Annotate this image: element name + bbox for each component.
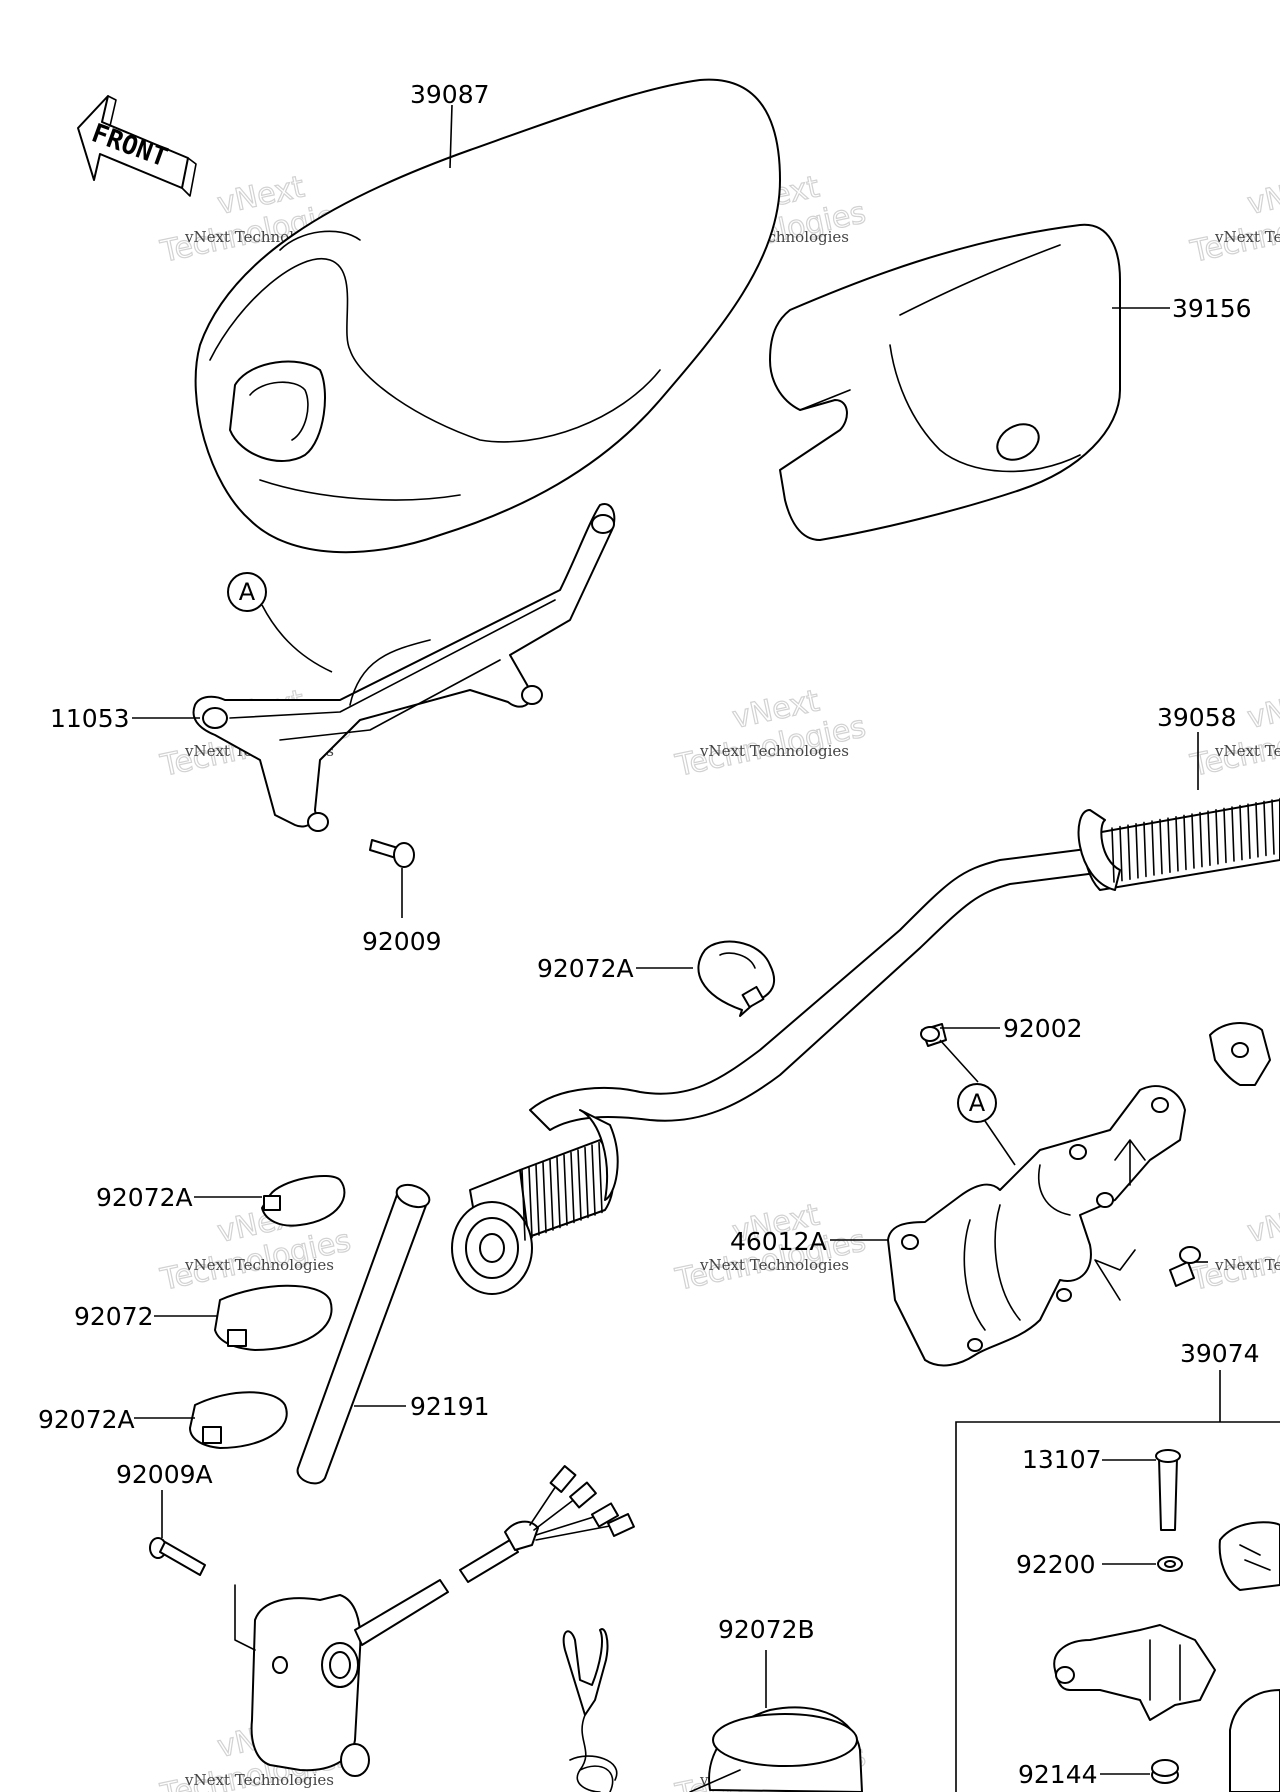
label-92072A-mid: 92072A <box>537 954 634 983</box>
svg-text:A: A <box>969 1089 986 1117</box>
part-92072B-band <box>689 1706 863 1792</box>
grip-rib <box>1199 811 1203 868</box>
grip-rib <box>1111 827 1115 883</box>
grip-rib <box>1119 825 1123 882</box>
label-92144: 92144 <box>1018 1760 1098 1789</box>
part-92072A-strap-mid <box>697 940 776 1017</box>
grip-rib <box>521 1169 526 1241</box>
grip-rib <box>1263 800 1267 857</box>
label-92072A-left2: 92072A <box>38 1405 135 1434</box>
grip-rib <box>542 1161 547 1234</box>
grip-rib <box>1223 807 1227 864</box>
svg-text:vNext Technologies: vNext Technologies <box>184 1256 334 1274</box>
grip-rib <box>1215 809 1219 865</box>
label-92191: 92191 <box>410 1392 490 1421</box>
grip-rib <box>1271 799 1275 855</box>
label-46012A: 46012A <box>730 1227 827 1256</box>
label-39058: 39058 <box>1157 703 1237 732</box>
part-39156-seat <box>769 223 1121 541</box>
grip-rib <box>528 1166 533 1239</box>
grip-rib <box>1207 810 1211 866</box>
grip-rib <box>577 1149 582 1221</box>
grip-rib <box>1167 817 1171 873</box>
callout-a-upper: A <box>227 572 333 673</box>
label-92009: 92009 <box>362 927 442 956</box>
svg-text:vNext Technologies: vNext Technologies <box>184 1771 334 1789</box>
part-92009-bolt <box>369 839 415 868</box>
svg-text:vNext: vNext <box>1244 169 1280 222</box>
grip-rib <box>1151 820 1155 876</box>
grip-rib <box>1135 823 1139 879</box>
part-92072-strap <box>214 1284 333 1351</box>
leader-lines <box>132 104 1221 1775</box>
label-92009A: 92009A <box>116 1460 213 1489</box>
label-13107: 13107 <box>1022 1445 1102 1474</box>
label-92002: 92002 <box>1003 1014 1083 1043</box>
grip-rib <box>598 1141 603 1214</box>
svg-text:vNext Technologies: vNext Technologies <box>1214 228 1280 246</box>
svg-text:vNext: vNext <box>1244 1197 1280 1250</box>
grip-rib <box>535 1164 540 1236</box>
svg-text:vNext Technologies: vNext Technologies <box>1214 742 1280 760</box>
part-start-switch <box>234 1465 635 1777</box>
grip-rib <box>1231 806 1235 862</box>
svg-text:vNext: vNext <box>1244 683 1280 736</box>
part-39058-handlebar <box>451 797 1280 1295</box>
grip-rib <box>1175 816 1179 872</box>
grip-rib <box>1127 824 1131 880</box>
part-92191-tube <box>296 1183 431 1485</box>
label-92072B: 92072B <box>718 1615 815 1644</box>
grip-rib <box>1183 814 1187 871</box>
label-92200: 92200 <box>1016 1550 1096 1579</box>
grip-rib <box>1143 821 1147 878</box>
part-11053-bracket <box>192 503 616 832</box>
label-39087: 39087 <box>410 80 490 109</box>
svg-text:vNext Technologies: vNext Technologies <box>1214 1256 1280 1274</box>
part-92009A-bolt <box>149 1537 206 1576</box>
label-92072: 92072 <box>74 1302 154 1331</box>
grip-rib <box>584 1146 589 1219</box>
svg-text:A: A <box>239 578 256 606</box>
part-46012A-holder <box>887 1022 1271 1367</box>
part-92072A-strap-left1 <box>261 1174 346 1227</box>
svg-text:vNext Technologies: vNext Technologies <box>699 1256 849 1274</box>
label-39156: 39156 <box>1172 294 1252 323</box>
label-39074: 39074 <box>1180 1339 1260 1368</box>
grip-rib <box>549 1159 554 1231</box>
part-92072A-strap-left2 <box>189 1391 288 1449</box>
grip-rib <box>570 1151 575 1224</box>
part-labels: 39087 39156 11053 92009 39058 92072A 920… <box>38 80 1260 1789</box>
front-arrow-icon: FRONT <box>77 95 197 197</box>
label-11053: 11053 <box>50 704 130 733</box>
grip-rib <box>563 1154 568 1226</box>
label-92072A-left1: 92072A <box>96 1183 193 1212</box>
grip-rib <box>1159 818 1163 875</box>
part-39087-cowl <box>194 78 781 554</box>
grip-rib <box>1247 803 1251 859</box>
grip-rib <box>1239 804 1243 861</box>
svg-text:vNext Technologies: vNext Technologies <box>699 742 849 760</box>
grip-rib <box>1255 802 1259 858</box>
grip-rib <box>556 1156 561 1229</box>
grip-rib <box>591 1144 596 1216</box>
callout-a-lower: A <box>957 1083 1016 1166</box>
part-39074-box <box>955 1421 1280 1792</box>
part-lanyard-key <box>562 1628 618 1792</box>
grip-rib <box>1191 813 1195 869</box>
